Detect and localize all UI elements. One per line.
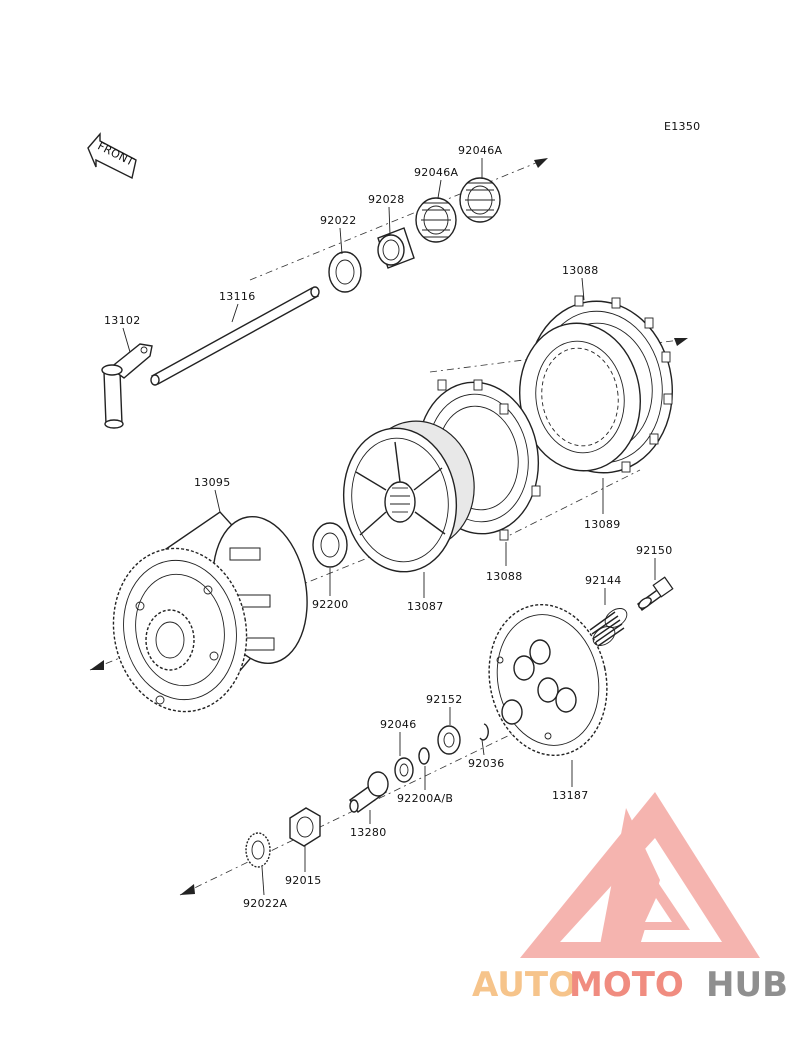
- clutch-pusher: [349, 771, 389, 813]
- clutch-hub: [342, 420, 475, 573]
- small-bearing: [394, 757, 414, 783]
- front-direction-arrow: FRONT: [87, 132, 137, 180]
- label-13280: 13280: [350, 826, 387, 839]
- label-92200AB: 92200A/B: [397, 792, 453, 805]
- label-92046: 92046: [380, 718, 417, 731]
- leader-lines: [122, 158, 656, 896]
- label-13088-bottom: 13088: [486, 570, 523, 583]
- label-92046A-outer: 92046A: [458, 144, 502, 157]
- diagram-code: E1350: [664, 120, 700, 133]
- sleeve-collar: [377, 227, 415, 269]
- label-13102: 13102: [104, 314, 141, 327]
- label-92144: 92144: [585, 574, 622, 587]
- label-92022: 92022: [320, 214, 357, 227]
- watermark-auto: AUTO: [472, 965, 577, 1005]
- small-washer: [418, 747, 430, 765]
- release-bearing: [437, 725, 461, 755]
- label-13116: 13116: [219, 290, 256, 303]
- watermark-logo-text: AUTO MOTO HUB: [472, 965, 788, 1005]
- thrust-washer: [328, 251, 362, 293]
- watermark-logo-triangle: [520, 792, 760, 958]
- pressure-plate: [488, 603, 608, 757]
- label-92046A-inner: 92046A: [414, 166, 458, 179]
- label-13187: 13187: [552, 789, 589, 802]
- part-number-labels: 92046A 92046A 92028 92022 13116 13102 13…: [104, 144, 673, 910]
- spring-bolt: [637, 576, 674, 611]
- needle-bearing-outer: [459, 177, 501, 223]
- label-92036: 92036: [468, 757, 505, 770]
- axis-arrowheads: [90, 158, 688, 895]
- steel-plate: [518, 322, 642, 472]
- needle-bearing-inner: [415, 197, 457, 243]
- label-13087: 13087: [407, 600, 444, 613]
- label-92015: 92015: [285, 874, 322, 887]
- circlip: [479, 723, 489, 741]
- label-13095: 13095: [194, 476, 231, 489]
- label-13088-top: 13088: [562, 264, 599, 277]
- watermark-hub: HUB: [706, 965, 788, 1005]
- clutch-spring: [589, 608, 628, 647]
- lock-washer: [245, 832, 271, 868]
- hub-nut: [289, 807, 321, 847]
- label-92150: 92150: [636, 544, 673, 557]
- hub-washer: [312, 522, 348, 568]
- release-lever-shaft: [101, 343, 153, 429]
- label-13089: 13089: [584, 518, 621, 531]
- label-92028: 92028: [368, 193, 405, 206]
- label-92200: 92200: [312, 598, 349, 611]
- clutch-housing: [112, 511, 308, 713]
- label-92022A: 92022A: [243, 897, 287, 910]
- label-92152: 92152: [426, 693, 463, 706]
- clutch-push-rod: [150, 286, 320, 386]
- watermark-moto: MOTO: [569, 965, 684, 1005]
